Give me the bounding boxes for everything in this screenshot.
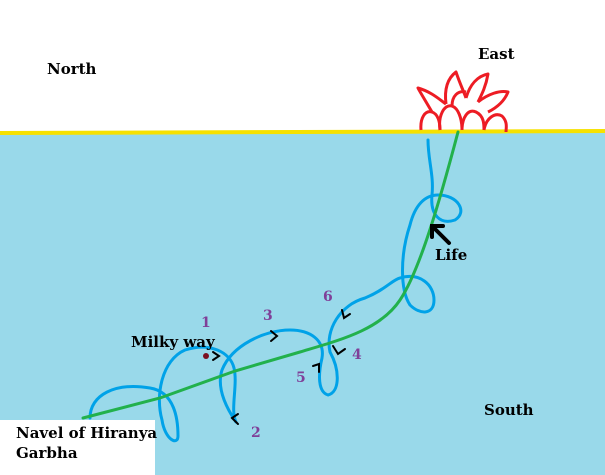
direction-arrow-icon bbox=[270, 330, 279, 342]
milky-way-label: Milky way bbox=[131, 333, 216, 351]
direction-arrow-icon bbox=[332, 345, 346, 356]
horizon-line bbox=[0, 129, 605, 135]
life-stem bbox=[81, 130, 460, 420]
loop-number-4: 4 bbox=[352, 347, 362, 363]
navel-label-line1: Navel of Hiranya bbox=[16, 424, 157, 442]
milky-way-marker bbox=[203, 353, 209, 359]
direction-arrows bbox=[212, 309, 351, 425]
loop-number-5: 5 bbox=[296, 370, 306, 386]
water-region bbox=[0, 133, 605, 475]
navel-label-line2: Garbha bbox=[16, 444, 78, 462]
direction-arrow-icon bbox=[312, 362, 320, 373]
loop-number-1: 1 bbox=[201, 315, 211, 331]
north-label: North bbox=[47, 60, 97, 78]
life-arrow-icon bbox=[430, 224, 451, 245]
spiral-loops bbox=[88, 138, 463, 443]
loop-number-6: 6 bbox=[323, 289, 333, 305]
south-label: South bbox=[484, 401, 534, 419]
east-label: East bbox=[478, 45, 515, 63]
direction-arrow-icon bbox=[341, 309, 351, 320]
lotus-icon bbox=[416, 70, 510, 133]
loop-number-3: 3 bbox=[263, 308, 273, 324]
life-label: Life bbox=[435, 246, 467, 264]
loop-number-2: 2 bbox=[251, 425, 261, 441]
navel-label-background bbox=[0, 420, 155, 475]
direction-arrow-icon bbox=[212, 351, 221, 361]
direction-arrow-icon bbox=[230, 413, 239, 425]
